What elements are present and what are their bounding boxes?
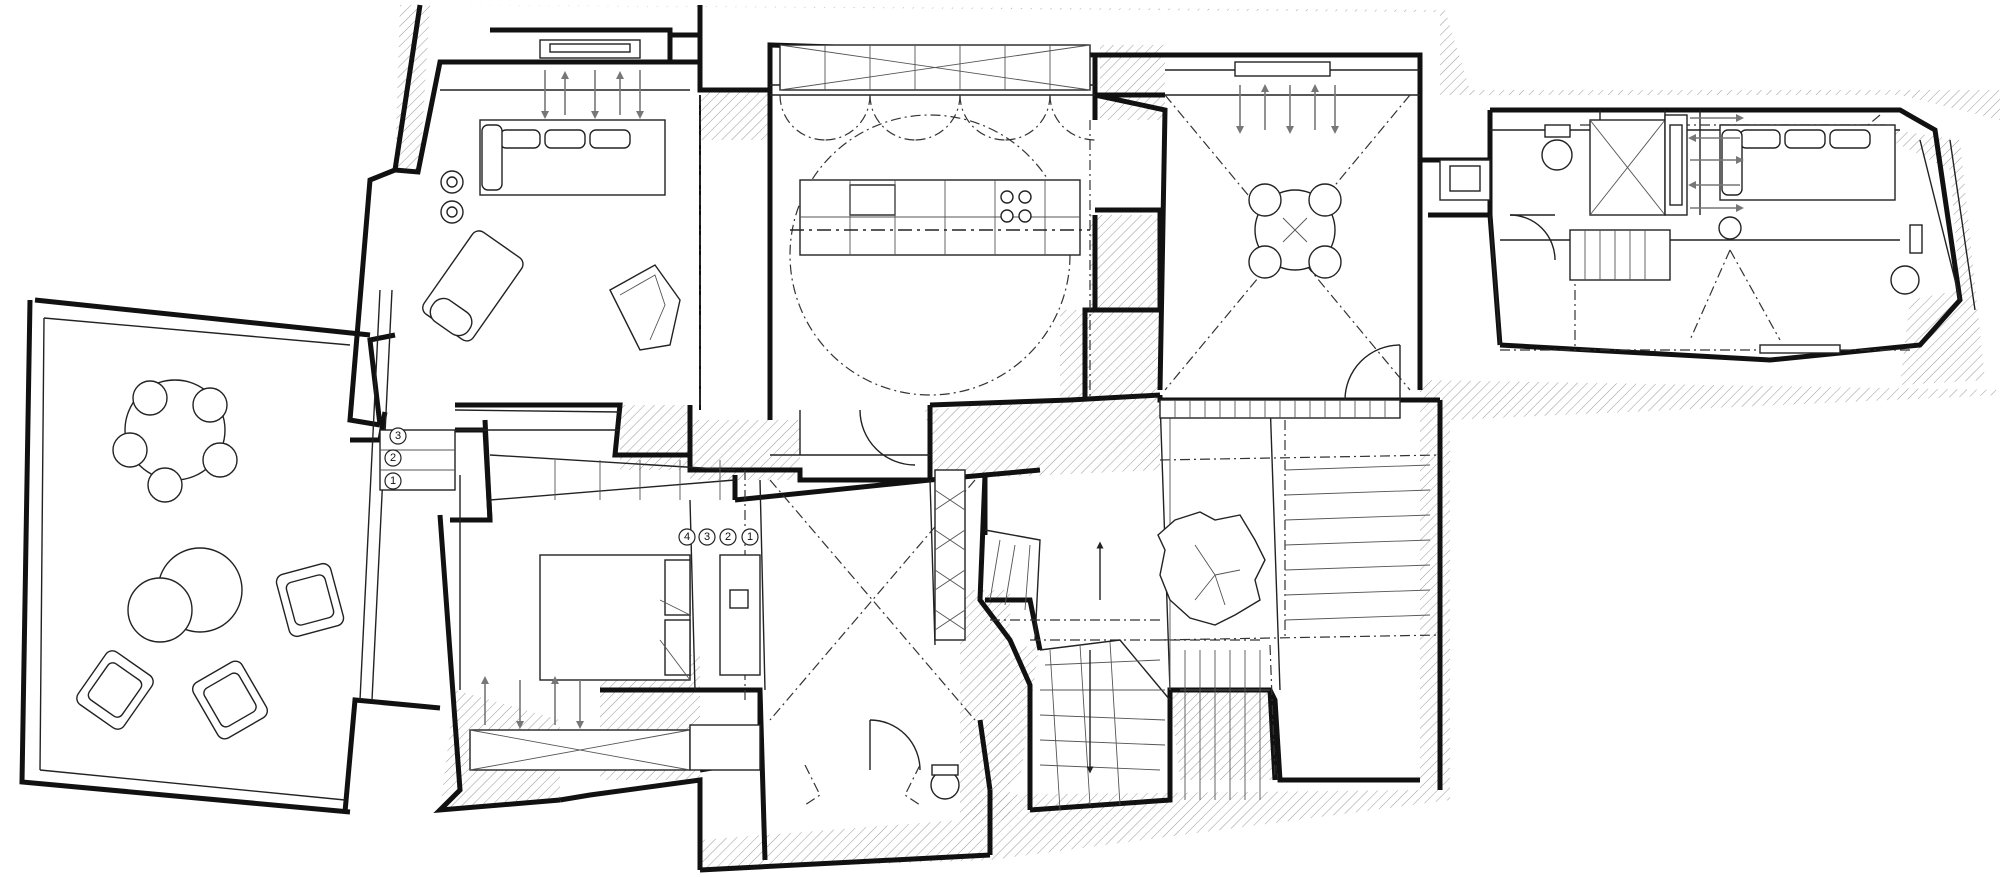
kitchen-cabinets (779, 44, 1091, 91)
interior-lines (39, 69, 1976, 801)
terrace-lounge-chairs (76, 562, 345, 740)
stair-marker: 2 (384, 449, 402, 467)
bedroom-wardrobe (469, 676, 761, 771)
door-swings (779, 94, 1556, 806)
hvac-arrows-suite (1688, 114, 1744, 212)
bathroom-vanity (1664, 114, 1688, 216)
dining-table (1248, 183, 1342, 279)
toilet (1541, 124, 1573, 171)
bedroom-desk (719, 554, 761, 676)
svg-text:1: 1 (390, 475, 396, 487)
stair-marker: 1 (384, 472, 402, 490)
svg-text:4: 4 (684, 531, 690, 543)
kitchen-stair-ladder (934, 469, 966, 641)
hvac-arrows-living (539, 39, 644, 119)
living-armchair-right (609, 264, 681, 351)
shower (1589, 119, 1666, 216)
svg-text:1: 1 (747, 531, 753, 543)
suite-sofa (1719, 124, 1896, 201)
spiral-stairs (984, 529, 1171, 811)
svg-text:3: 3 (704, 531, 710, 543)
suite-side-details (1718, 216, 1923, 354)
stair-railing (1159, 399, 1401, 419)
living-armchair-left (422, 230, 524, 342)
svg-text:2: 2 (725, 531, 731, 543)
kitchen-island (790, 179, 1090, 256)
hvac-arrows-dining (1234, 61, 1339, 134)
stair-marker: 1 (741, 528, 759, 546)
tree (1157, 511, 1266, 626)
bed (539, 554, 691, 681)
stair-markers-lower-left: 1 2 3 (384, 427, 407, 490)
stair-marker: 3 (389, 427, 407, 445)
small-wc (930, 764, 960, 800)
terrace-coffee-tables (127, 547, 243, 643)
stair-markers-bedroom: 4 3 2 1 (678, 528, 759, 546)
living-side-tables (440, 170, 464, 224)
svg-text:2: 2 (390, 452, 396, 464)
terrace-dining-set (112, 379, 238, 503)
living-room-sofa (479, 119, 666, 196)
stair-marker: 4 (678, 528, 696, 546)
stair-marker: 2 (719, 528, 737, 546)
svg-text:3: 3 (395, 430, 401, 442)
stair-marker: 3 (698, 528, 716, 546)
entry-sink (1439, 159, 1491, 201)
small-stair-bath (1569, 229, 1671, 281)
